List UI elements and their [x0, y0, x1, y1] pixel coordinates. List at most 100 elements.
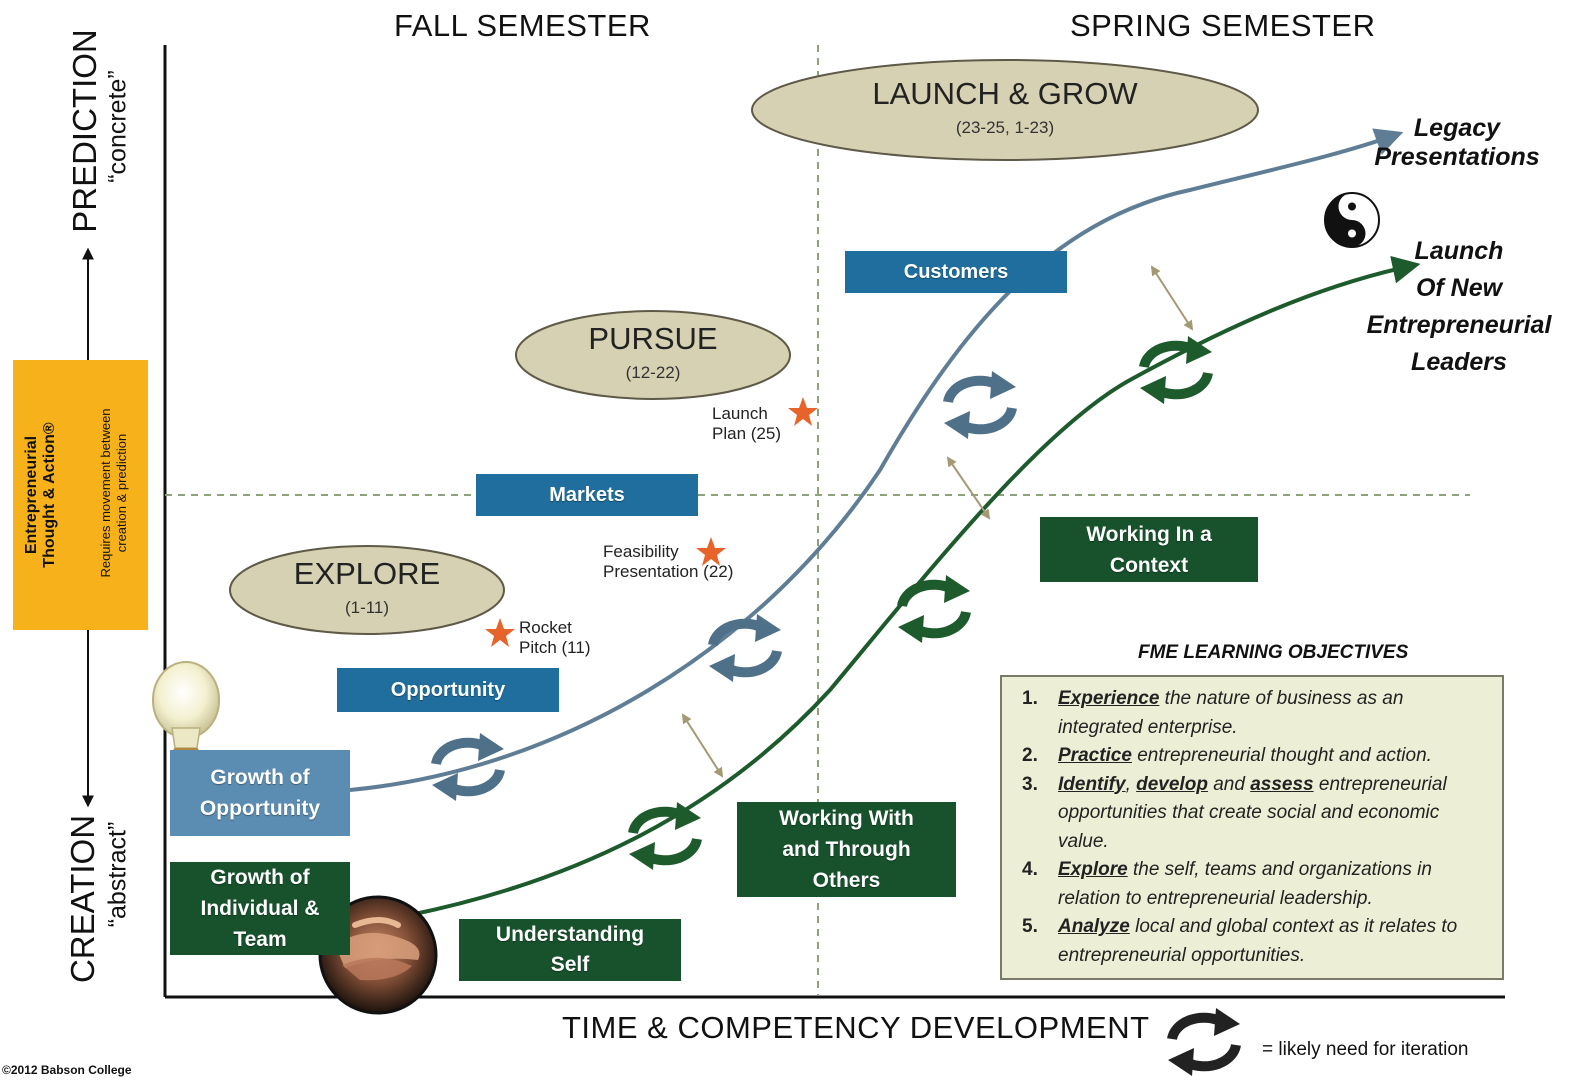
iteration-arrows-icon	[944, 371, 1016, 439]
star-icon	[696, 537, 726, 566]
milestone-line: Pitch (11)	[519, 637, 591, 657]
phase-pursue: PURSUE (12-22)	[516, 321, 790, 383]
objective-separator: ,	[1125, 773, 1137, 795]
legacy-presentations-label: Legacy Presentations	[1362, 114, 1552, 172]
outcome-line: Of New	[1415, 274, 1503, 302]
spring-semester-header: SPRING SEMESTER	[1070, 8, 1376, 43]
objective-number: 1.	[1022, 688, 1038, 709]
launch-leaders-label: Launch Of New Entrepreneurial Leaders	[1356, 233, 1562, 381]
box-line: and Through	[782, 838, 911, 861]
outcome-line: Entrepreneurial	[1366, 311, 1552, 339]
iteration-arrows-icon	[709, 614, 781, 682]
box-line: Self	[550, 953, 590, 976]
objective-item: 1. Experience the nature of business as a…	[1016, 685, 1488, 742]
phase-range: (12-22)	[625, 363, 681, 382]
outcome-line: Presentations	[1374, 142, 1540, 171]
milestone-line: Launch	[712, 404, 768, 423]
objective-verb: Identify	[1058, 773, 1126, 795]
objective-text: entrepreneurial opportunities that creat…	[1058, 773, 1447, 852]
objective-verb: Explore	[1058, 859, 1128, 880]
phase-oval-explore	[229, 545, 505, 635]
objectives-list: 1. Experience the nature of business as a…	[1016, 685, 1488, 970]
box-line: Working With	[779, 807, 914, 830]
box-line: Others	[812, 869, 881, 892]
understanding-self-box: Understanding Self	[459, 919, 681, 981]
thought-action-line1: Entrepreneurial	[23, 435, 40, 555]
milestone-line: Feasibility	[603, 542, 679, 561]
iteration-legend-label: = likely need for iteration	[1262, 1039, 1469, 1060]
objective-separator: and	[1207, 773, 1251, 795]
box-line: Working In a	[1086, 522, 1212, 546]
star-icon	[485, 618, 515, 647]
objective-item: 4. Explore the self, teams and organizati…	[1016, 856, 1488, 913]
box-line: Opportunity	[199, 797, 321, 820]
objective-item: 3. Identify, develop and assess entrepren…	[1016, 771, 1488, 857]
opportunity-box: Opportunity	[337, 668, 559, 712]
milestone-line: Plan (25)	[712, 423, 781, 443]
growth-of-opportunity-box: Growth of Opportunity	[170, 750, 350, 836]
thought-action-note: Requires movement between creation & pre…	[98, 378, 130, 608]
objective-verb: Practice	[1058, 745, 1132, 766]
milestone-feasibility: Feasibility Presentation (22)	[603, 542, 733, 581]
x-axis-label: TIME & COMPETENCY DEVELOPMENT	[562, 1010, 1150, 1045]
link-arrow-1	[681, 713, 724, 778]
objective-verb: Analyze	[1058, 916, 1130, 937]
growth-of-individual-box: Growth of Individual & Team	[170, 862, 350, 955]
thought-action-box	[13, 360, 148, 630]
fall-semester-header: FALL SEMESTER	[394, 8, 651, 43]
objective-text: entrepreneurial thought and action.	[1131, 745, 1432, 766]
box-line: Team	[233, 928, 287, 951]
thought-action-note-line2: creation & prediction	[114, 433, 129, 553]
iteration-arrows-icon	[898, 575, 970, 643]
phase-range: (1-11)	[344, 598, 390, 617]
y-axis-bottom-label: CREATION	[64, 814, 101, 984]
box-line: Context	[1109, 553, 1189, 577]
phase-range: (23-25, 1-23)	[955, 118, 1055, 137]
box-line: Growth of	[210, 766, 310, 789]
objective-number: 4.	[1022, 859, 1038, 880]
working-with-others-box: Working With and Through Others	[737, 802, 956, 897]
y-axis-top-label: PREDICTION	[66, 29, 103, 233]
objective-verb: Experience	[1058, 688, 1160, 709]
phase-name: PURSUE	[588, 321, 718, 356]
yin-yang-icon	[1324, 192, 1380, 248]
objective-text: the self, teams and organizations in rel…	[1058, 859, 1432, 909]
thought-action-note-line1: Requires movement between	[98, 408, 113, 578]
customers-box: Customers	[845, 251, 1067, 293]
objectives-panel: 1. Experience the nature of business as a…	[1000, 675, 1504, 980]
thought-action-line2: Thought & Action®	[41, 422, 58, 568]
milestone-line: Presentation (22)	[603, 561, 734, 581]
outcome-line: Leaders	[1411, 348, 1507, 376]
objective-text: local and global context as it relates t…	[1058, 916, 1458, 966]
working-in-context-box: Working In a Context	[1040, 517, 1258, 582]
phase-oval-pursue	[515, 310, 791, 400]
outcome-line: Legacy	[1413, 114, 1501, 142]
objective-item: 2. Practice entrepreneurial thought and a…	[1016, 742, 1488, 771]
milestone-line: Rocket	[519, 618, 572, 637]
objective-number: 5.	[1022, 916, 1038, 937]
objective-verb: develop	[1136, 773, 1208, 795]
iteration-legend-icon	[1168, 1008, 1240, 1076]
markets-box: Markets	[476, 474, 698, 516]
star-icon	[788, 397, 818, 426]
opportunity-growth-curve	[349, 128, 1404, 792]
y-axis-bottom-sublabel: “abstract”	[103, 821, 132, 928]
link-arrow-2	[946, 456, 991, 520]
objectives-title: FME LEARNING OBJECTIVES	[1138, 642, 1409, 663]
phase-name: LAUNCH & GROW	[872, 76, 1138, 111]
thought-action-label: Entrepreneurial Thought & Action®	[23, 380, 59, 610]
outcome-line: Launch	[1414, 237, 1504, 265]
y-axis-top-sublabel: “concrete”	[103, 70, 132, 183]
objective-text: the nature of business as an integrated …	[1058, 688, 1404, 738]
milestone-rocket-pitch: Rocket Pitch (11)	[519, 618, 591, 657]
box-line: Individual &	[200, 897, 320, 920]
phase-launch-grow: LAUNCH & GROW (23-25, 1-23)	[752, 76, 1258, 138]
objective-number: 3.	[1022, 773, 1038, 795]
objective-number: 2.	[1022, 745, 1038, 766]
objective-verb: assess	[1250, 773, 1314, 795]
copyright: ©2012 Babson College	[2, 1063, 132, 1077]
box-line: Growth of	[210, 866, 310, 889]
phase-explore: EXPLORE (1-11)	[230, 556, 504, 618]
